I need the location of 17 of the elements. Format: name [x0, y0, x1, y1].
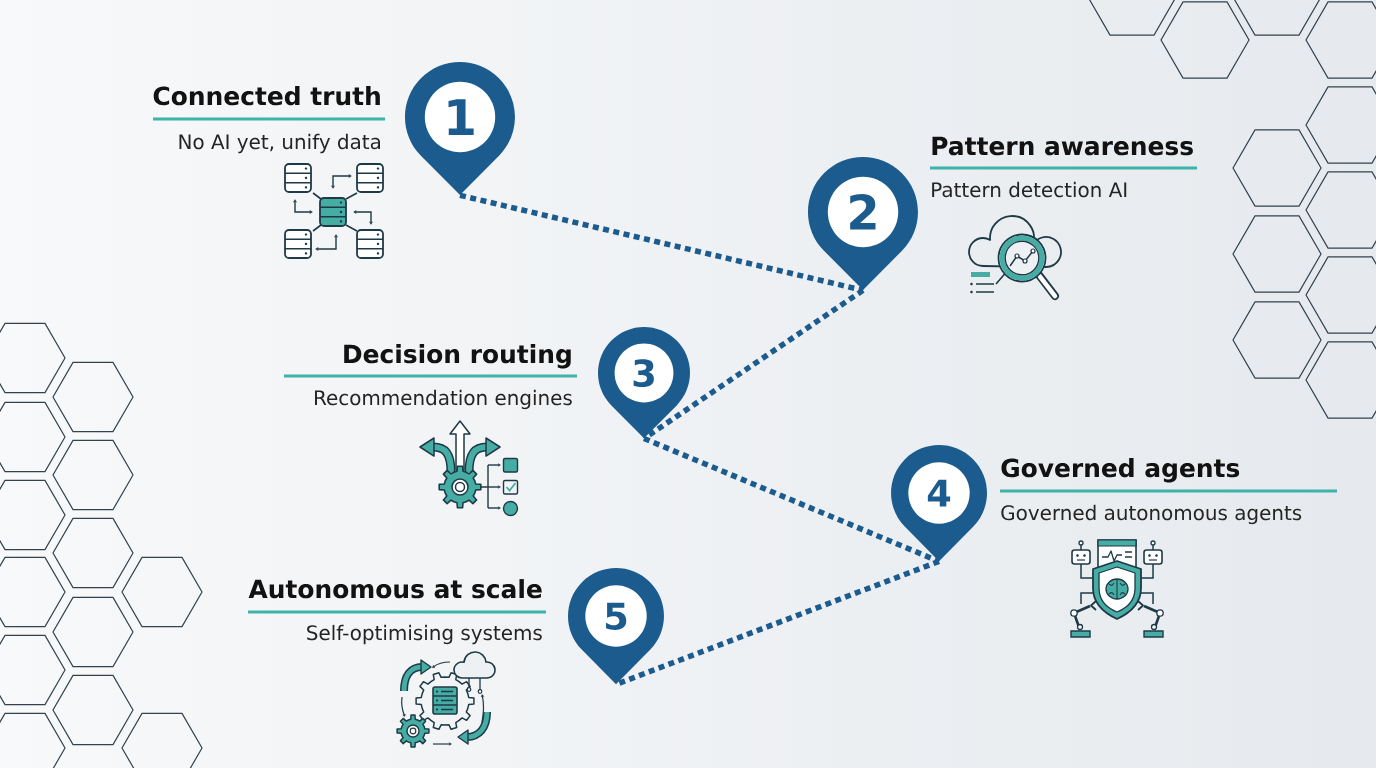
step-title: Decision routing — [344, 344, 571, 369]
step-description: Pattern detection AI — [932, 181, 1127, 198]
map-pin: 4 — [891, 445, 988, 562]
map-pin: 1 — [404, 61, 515, 196]
step-title: Connected truth — [153, 86, 380, 106]
map-pin: 2 — [807, 156, 918, 291]
step-description: No AI yet, unify data — [179, 133, 380, 154]
dotted-route-line — [459, 192, 864, 293]
map-pin: 3 — [598, 327, 691, 439]
map-pin: 5 — [568, 568, 665, 685]
step-title: Governed agents — [1001, 458, 1240, 483]
step-description: Recommendation engines — [315, 389, 572, 410]
step-description: Governed autonomous agents — [1001, 504, 1302, 525]
step-description: Self-optimising systems — [307, 624, 542, 645]
step-title: Autonomous at scale — [248, 579, 542, 599]
dotted-route-line — [642, 288, 865, 441]
step-title: Pattern awareness — [932, 136, 1193, 156]
